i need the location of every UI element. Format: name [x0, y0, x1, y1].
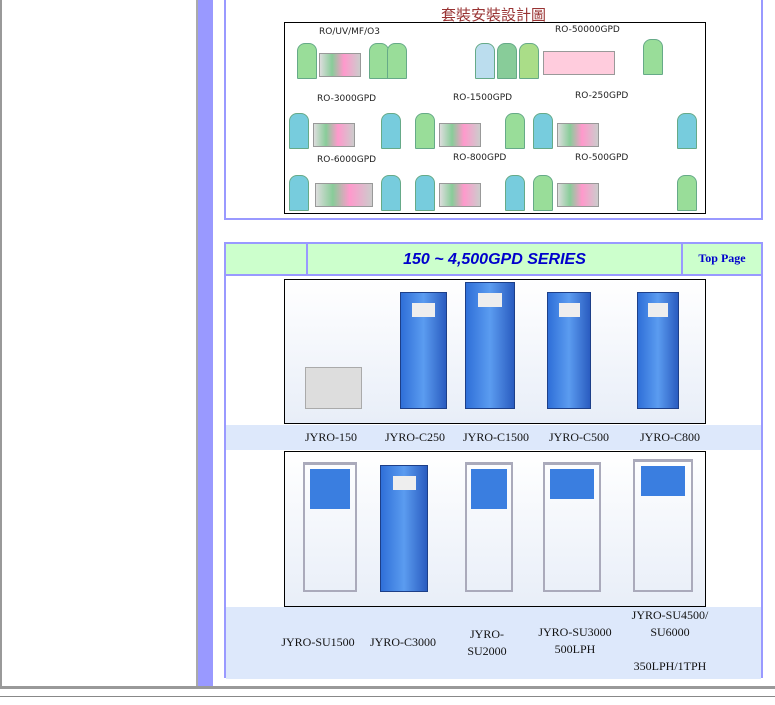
series-header: 150 ~ 4,500GPD SERIES Top Page	[226, 244, 761, 276]
left-border	[0, 0, 2, 688]
model-label: JYRO-SU1500	[281, 635, 355, 649]
series-title: 150 ~ 4,500GPD SERIES	[403, 251, 586, 268]
caption-row2: JYRO-SU1500 JYRO-C3000 JYRO- SU2000 JYRO…	[226, 607, 761, 679]
diagram-label: RO-500GPD	[575, 153, 629, 163]
machine-image	[400, 292, 447, 409]
installation-diagram-image: RO/UV/MF/O3 RO-50000GPD RO-3000GPD RO-15…	[284, 22, 706, 214]
header-empty-cell	[226, 244, 308, 274]
left-column-border	[196, 0, 198, 688]
model-label: JYRO-C1500	[462, 430, 530, 444]
machine-image	[380, 465, 428, 592]
caption-row1: JYRO-150 JYRO-C250 JYRO-C1500 JYRO-C500 …	[226, 425, 761, 450]
design-panel: 套裝安裝設計圖 RO/UV/MF/O3 RO-50000GPD RO-3000G…	[224, 0, 763, 220]
machine-image	[633, 459, 693, 592]
series-panel: 150 ~ 4,500GPD SERIES Top Page JYRO-150 …	[224, 242, 763, 679]
model-label: JYRO-150	[304, 430, 358, 444]
machine-image	[305, 367, 362, 409]
diagram-label: RO-6000GPD	[317, 155, 377, 165]
purple-divider-bar	[198, 0, 213, 688]
machine-image	[547, 292, 591, 409]
product-photo-row1	[284, 279, 706, 424]
top-page-link[interactable]: Top Page	[698, 251, 746, 265]
diagram-label: RO-250GPD	[575, 91, 629, 101]
machine-image	[543, 462, 601, 592]
machine-image	[303, 462, 357, 592]
model-label: JYRO-C250	[384, 430, 446, 444]
machine-image	[465, 462, 513, 592]
model-label: JYRO-SU3000 500LPH	[538, 625, 612, 656]
diagram-label: RO-800GPD	[453, 153, 507, 163]
machine-image	[465, 282, 515, 409]
product-photo-row2	[284, 451, 706, 607]
diagram-label: RO-50000GPD	[555, 25, 620, 35]
design-title: 套裝安裝設計圖	[440, 6, 546, 24]
header-link-cell	[681, 244, 763, 274]
model-label: JYRO-C800	[639, 430, 701, 444]
diagram-label: RO-3000GPD	[317, 94, 377, 104]
bottom-border	[0, 686, 775, 689]
bottom-rule	[0, 696, 775, 697]
diagram-label: RO-1500GPD	[453, 93, 513, 103]
model-label: JYRO-C500	[548, 430, 610, 444]
diagram-label: RO/UV/MF/O3	[319, 27, 380, 37]
machine-image	[637, 292, 679, 409]
model-label: JYRO-SU4500/ SU6000 350LPH/1TPH	[631, 608, 709, 673]
model-label: JYRO-C3000	[369, 635, 437, 649]
model-label: JYRO- SU2000	[467, 627, 507, 658]
